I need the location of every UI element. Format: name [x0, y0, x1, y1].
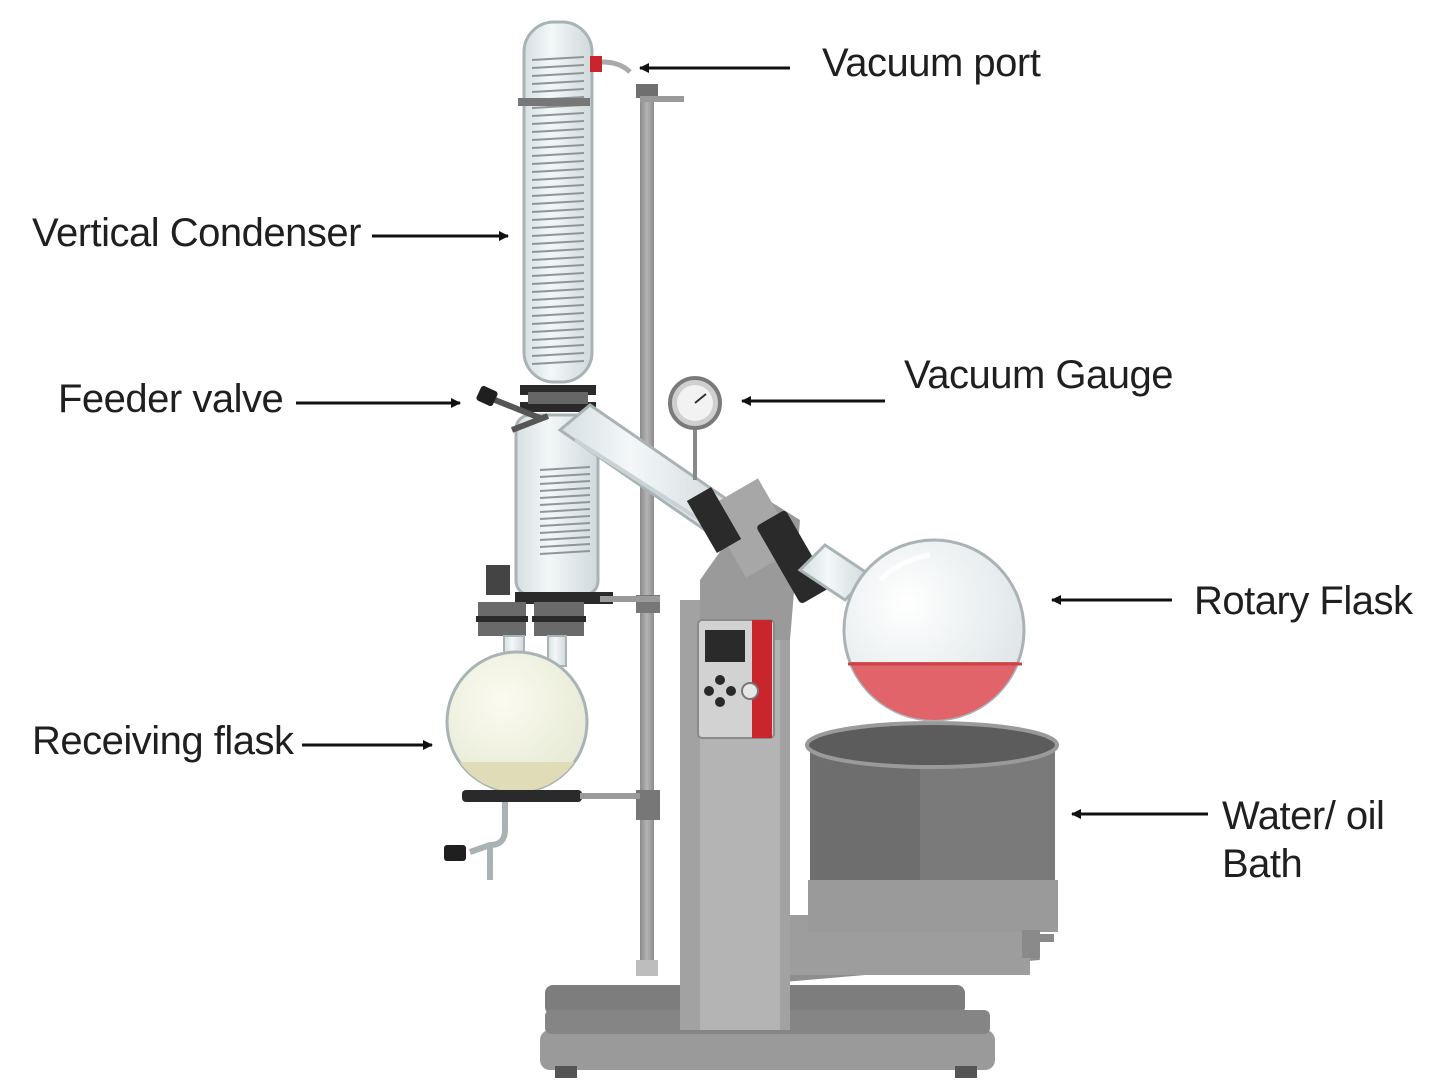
coil-line — [531, 256, 585, 261]
coil-line — [531, 88, 585, 93]
coil-line — [531, 160, 585, 165]
coil-line — [539, 522, 591, 527]
coil-line — [531, 296, 585, 301]
coil-line — [539, 487, 591, 492]
coil-line — [531, 176, 585, 181]
label-water-oil-bath-line2: Bath — [1222, 842, 1303, 886]
receiving-flask — [444, 565, 640, 880]
label-rotary-flask: Rotary Flask — [1194, 579, 1413, 623]
coil-line — [531, 264, 585, 269]
coil-line — [531, 248, 585, 253]
coil-line — [531, 120, 585, 125]
label-receiving-flask: Receiving flask — [32, 719, 294, 763]
coil-line — [531, 328, 585, 333]
coil-line — [531, 288, 585, 293]
coil-line — [539, 550, 591, 555]
coil-line — [531, 128, 585, 133]
coil-line — [539, 536, 591, 541]
coil-line — [531, 344, 585, 349]
coil-line — [531, 336, 585, 341]
label-vacuum-port: Vacuum port — [822, 41, 1041, 85]
vacuum-gauge — [668, 376, 722, 480]
coil-line — [539, 543, 591, 548]
water-oil-bath — [805, 721, 1059, 958]
coil-line — [531, 320, 585, 325]
coil-line — [531, 312, 585, 317]
coil-line — [531, 80, 585, 85]
label-vacuum-gauge: Vacuum Gauge — [904, 353, 1173, 397]
coil-line — [531, 200, 585, 205]
label-arrows — [296, 63, 1208, 819]
coil-line — [539, 473, 591, 478]
rotary-flask — [797, 538, 1026, 722]
coil-line — [539, 466, 591, 471]
label-vertical-condenser: Vertical Condenser — [32, 211, 361, 255]
coil-line — [531, 72, 585, 77]
coil-line — [531, 232, 585, 237]
support-rod — [636, 84, 684, 976]
coil-line — [539, 529, 591, 534]
vertical-condenser — [514, 20, 660, 604]
coil-line — [539, 501, 591, 506]
coil-line — [531, 56, 585, 61]
coil-line — [539, 515, 591, 520]
coil-line — [531, 224, 585, 229]
coil-line — [531, 272, 585, 277]
coil-line — [531, 240, 585, 245]
coil-line — [531, 208, 585, 213]
coil-line — [531, 304, 585, 309]
label-feeder-valve: Feeder valve — [58, 377, 284, 421]
coil-line — [531, 168, 585, 173]
coil-line — [531, 216, 585, 221]
coil-line — [531, 112, 585, 117]
coil-line — [531, 136, 585, 141]
coil-line — [531, 352, 585, 357]
coil-line — [531, 360, 585, 365]
coil-line — [531, 184, 585, 189]
coil-line — [539, 494, 591, 499]
coil-line — [531, 152, 585, 157]
control-panel — [697, 619, 775, 739]
coil-line — [531, 192, 585, 197]
coil-line — [531, 280, 585, 285]
coil-line — [531, 64, 585, 69]
label-water-oil-bath-line1: Water/ oil — [1222, 794, 1385, 838]
coil-line — [539, 480, 591, 485]
coil-line — [539, 508, 591, 513]
coil-line — [531, 144, 585, 149]
feeder-valve — [476, 385, 550, 433]
label-water-oil-bath: Water/ oil Bath — [1222, 792, 1385, 888]
